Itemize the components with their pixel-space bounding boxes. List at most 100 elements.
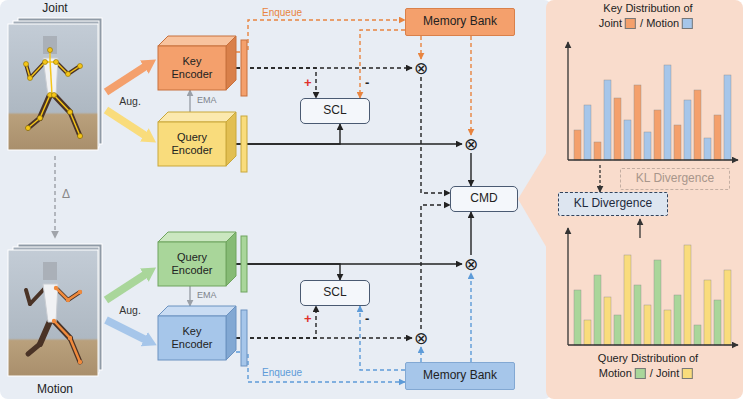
- edge-label: Enqueue: [262, 7, 302, 19]
- figure-part: [30, 62, 45, 78]
- connector: [236, 264, 340, 280]
- figure-part: [54, 321, 80, 362]
- loss-box: SCL: [300, 98, 370, 124]
- encoder-front: [158, 242, 226, 286]
- feature-vector: [241, 236, 247, 292]
- chart-bar: [624, 255, 631, 345]
- chart-bar: [644, 132, 651, 160]
- chart-title: Joint: [599, 17, 622, 30]
- figure-part: [52, 93, 57, 98]
- connector: [236, 20, 405, 52]
- connector: [470, 212, 471, 255]
- multiply-symbol: ⊗: [412, 329, 430, 347]
- figure-part: [26, 50, 80, 136]
- image-label: Joint: [42, 2, 67, 16]
- chart-title: Motion: [599, 367, 632, 380]
- loss-box: SCL: [300, 280, 370, 306]
- connector: [360, 306, 405, 370]
- node-label: KL Divergence: [574, 197, 652, 211]
- chart-bar: [684, 245, 691, 345]
- query-distribution-chart: [568, 228, 738, 345]
- connector: [236, 124, 340, 144]
- chart-bar: [724, 270, 731, 345]
- node-label: SCL: [323, 104, 346, 118]
- color-swatch: [635, 368, 646, 379]
- figure-part: [50, 60, 52, 95]
- node-label: Memory Bank: [423, 15, 497, 29]
- figure-part: [26, 36, 80, 136]
- distribution-arrow: [599, 165, 600, 192]
- figure-part: [574, 245, 731, 345]
- encoder-side: [226, 36, 236, 90]
- figure-part: [8, 250, 98, 376]
- figure-part: [24, 62, 29, 67]
- figure-part: [568, 344, 738, 345]
- figure-part: [567, 42, 568, 160]
- figure-part: [52, 319, 56, 323]
- chart-bar: [654, 110, 661, 160]
- figure-part: [66, 298, 70, 302]
- connector: [421, 205, 450, 329]
- encoder-front: [158, 46, 226, 90]
- aug-arrow: [106, 66, 146, 92]
- chart-bar: [704, 138, 711, 160]
- color-swatch: [625, 18, 636, 29]
- connector: [236, 68, 316, 98]
- node-label: ⊗: [464, 135, 478, 153]
- node-label: Memory Bank: [423, 369, 497, 383]
- chart-bar: [644, 305, 651, 345]
- panel-pointer: [518, 150, 548, 250]
- connector: [470, 153, 471, 186]
- figure-part: [68, 336, 72, 340]
- color-swatch: [682, 18, 693, 29]
- chart-bar: [664, 65, 671, 160]
- chart-bar: [584, 105, 591, 160]
- encoder-side: [226, 306, 236, 360]
- edge-label: -: [365, 76, 369, 91]
- left-panel: [0, 0, 552, 399]
- figure-part: [66, 72, 71, 77]
- connector: [420, 36, 421, 59]
- chart-title: / Joint: [650, 367, 679, 380]
- figure-part: [54, 60, 59, 65]
- node-label: ⊗: [414, 59, 428, 77]
- figure-part: [78, 290, 82, 294]
- title-row: Motion / Joint: [599, 367, 697, 380]
- figure-part: [43, 60, 48, 65]
- joint-image: [8, 18, 102, 150]
- feature-vector: [241, 310, 247, 366]
- edge-label: +: [304, 76, 312, 91]
- key-encoder: Key Encoder: [158, 36, 236, 90]
- connector: [189, 90, 190, 112]
- figure-part: [52, 286, 82, 364]
- chart-bar: [604, 80, 611, 160]
- delta-label: Δ: [62, 188, 70, 202]
- loss-box: CMD: [450, 186, 518, 212]
- multiply-symbol: ⊗: [462, 135, 480, 153]
- figure-part: [68, 110, 73, 115]
- edge-label: EMA: [197, 95, 217, 105]
- connector: [236, 67, 412, 68]
- figure-part: [8, 24, 98, 150]
- chart-bar: [674, 295, 681, 345]
- connector: [470, 273, 471, 362]
- figure-part: [24, 48, 83, 139]
- figure-part: [40, 95, 50, 118]
- right-panel: [546, 0, 743, 399]
- feature-vector: [241, 116, 247, 172]
- aug-arrow: [106, 110, 146, 136]
- chart-bar: [634, 85, 641, 160]
- aug-arrow: [106, 320, 146, 340]
- chart-bar: [684, 100, 691, 160]
- chart-title: Query Distribution of: [598, 352, 698, 365]
- distribution-arrow: [639, 219, 640, 238]
- figure-part: [574, 65, 731, 160]
- chart-bar: [704, 280, 711, 345]
- node-label: KL Divergence: [636, 172, 714, 186]
- chart-bar: [714, 300, 721, 345]
- chart-bar: [584, 320, 591, 345]
- encoder-front: [158, 316, 226, 360]
- chart-bar: [654, 260, 661, 345]
- chart-bar: [694, 325, 701, 345]
